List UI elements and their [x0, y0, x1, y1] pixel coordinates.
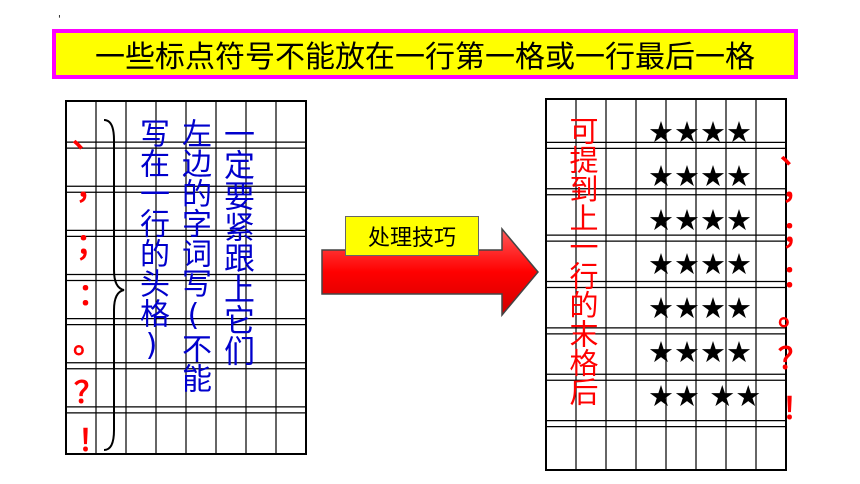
- left-punct-0: 、: [72, 120, 102, 155]
- right-punct-0: 、: [780, 136, 810, 171]
- right-column-text: 可提到上一行的末格后: [565, 116, 599, 406]
- right-punct-3: ：: [782, 260, 812, 295]
- arrow-label-text: 处理技巧: [367, 226, 456, 251]
- right-punct-4: 。: [778, 298, 808, 333]
- left-punct-1: ，: [76, 172, 106, 207]
- title-banner: 一些标点符号不能放在一行第一格或一行最后一格: [52, 29, 798, 79]
- left-punct-3: ：: [78, 278, 108, 313]
- left-column-3: 写在一行的头格): [134, 118, 169, 363]
- title-text: 一些标点符号不能放在一行第一格或一行最后一格: [95, 40, 755, 75]
- left-grid: [65, 100, 307, 455]
- left-punct-2: ；: [76, 228, 106, 263]
- right-punct-2: ；: [782, 216, 812, 251]
- left-punct-6: ！: [78, 424, 108, 459]
- left-column-2: 左边的字词写(不能: [176, 118, 211, 393]
- right-punct-1: ，: [782, 172, 812, 207]
- star-row-3: ★★★★: [648, 247, 752, 281]
- star-row-4: ★★★★: [648, 291, 752, 325]
- star-row-6: ★★ ★★: [648, 379, 762, 413]
- star-row-1: ★★★★: [648, 159, 752, 193]
- tiny-mark: ': [58, 14, 61, 25]
- curly-brace: [103, 119, 125, 451]
- star-row-5: ★★★★: [648, 335, 752, 369]
- right-punct-6: ！: [782, 392, 812, 427]
- star-row-0: ★★★★: [648, 115, 752, 149]
- left-column-1: 一定要紧跟上它们: [218, 118, 254, 366]
- arrow-label: 处理技巧: [345, 216, 479, 256]
- left-punct-4: 。: [73, 326, 103, 361]
- star-row-2: ★★★★: [648, 203, 752, 237]
- right-grid: [545, 98, 787, 471]
- right-punct-5: ？: [778, 342, 808, 377]
- left-punct-5: ？: [74, 376, 104, 411]
